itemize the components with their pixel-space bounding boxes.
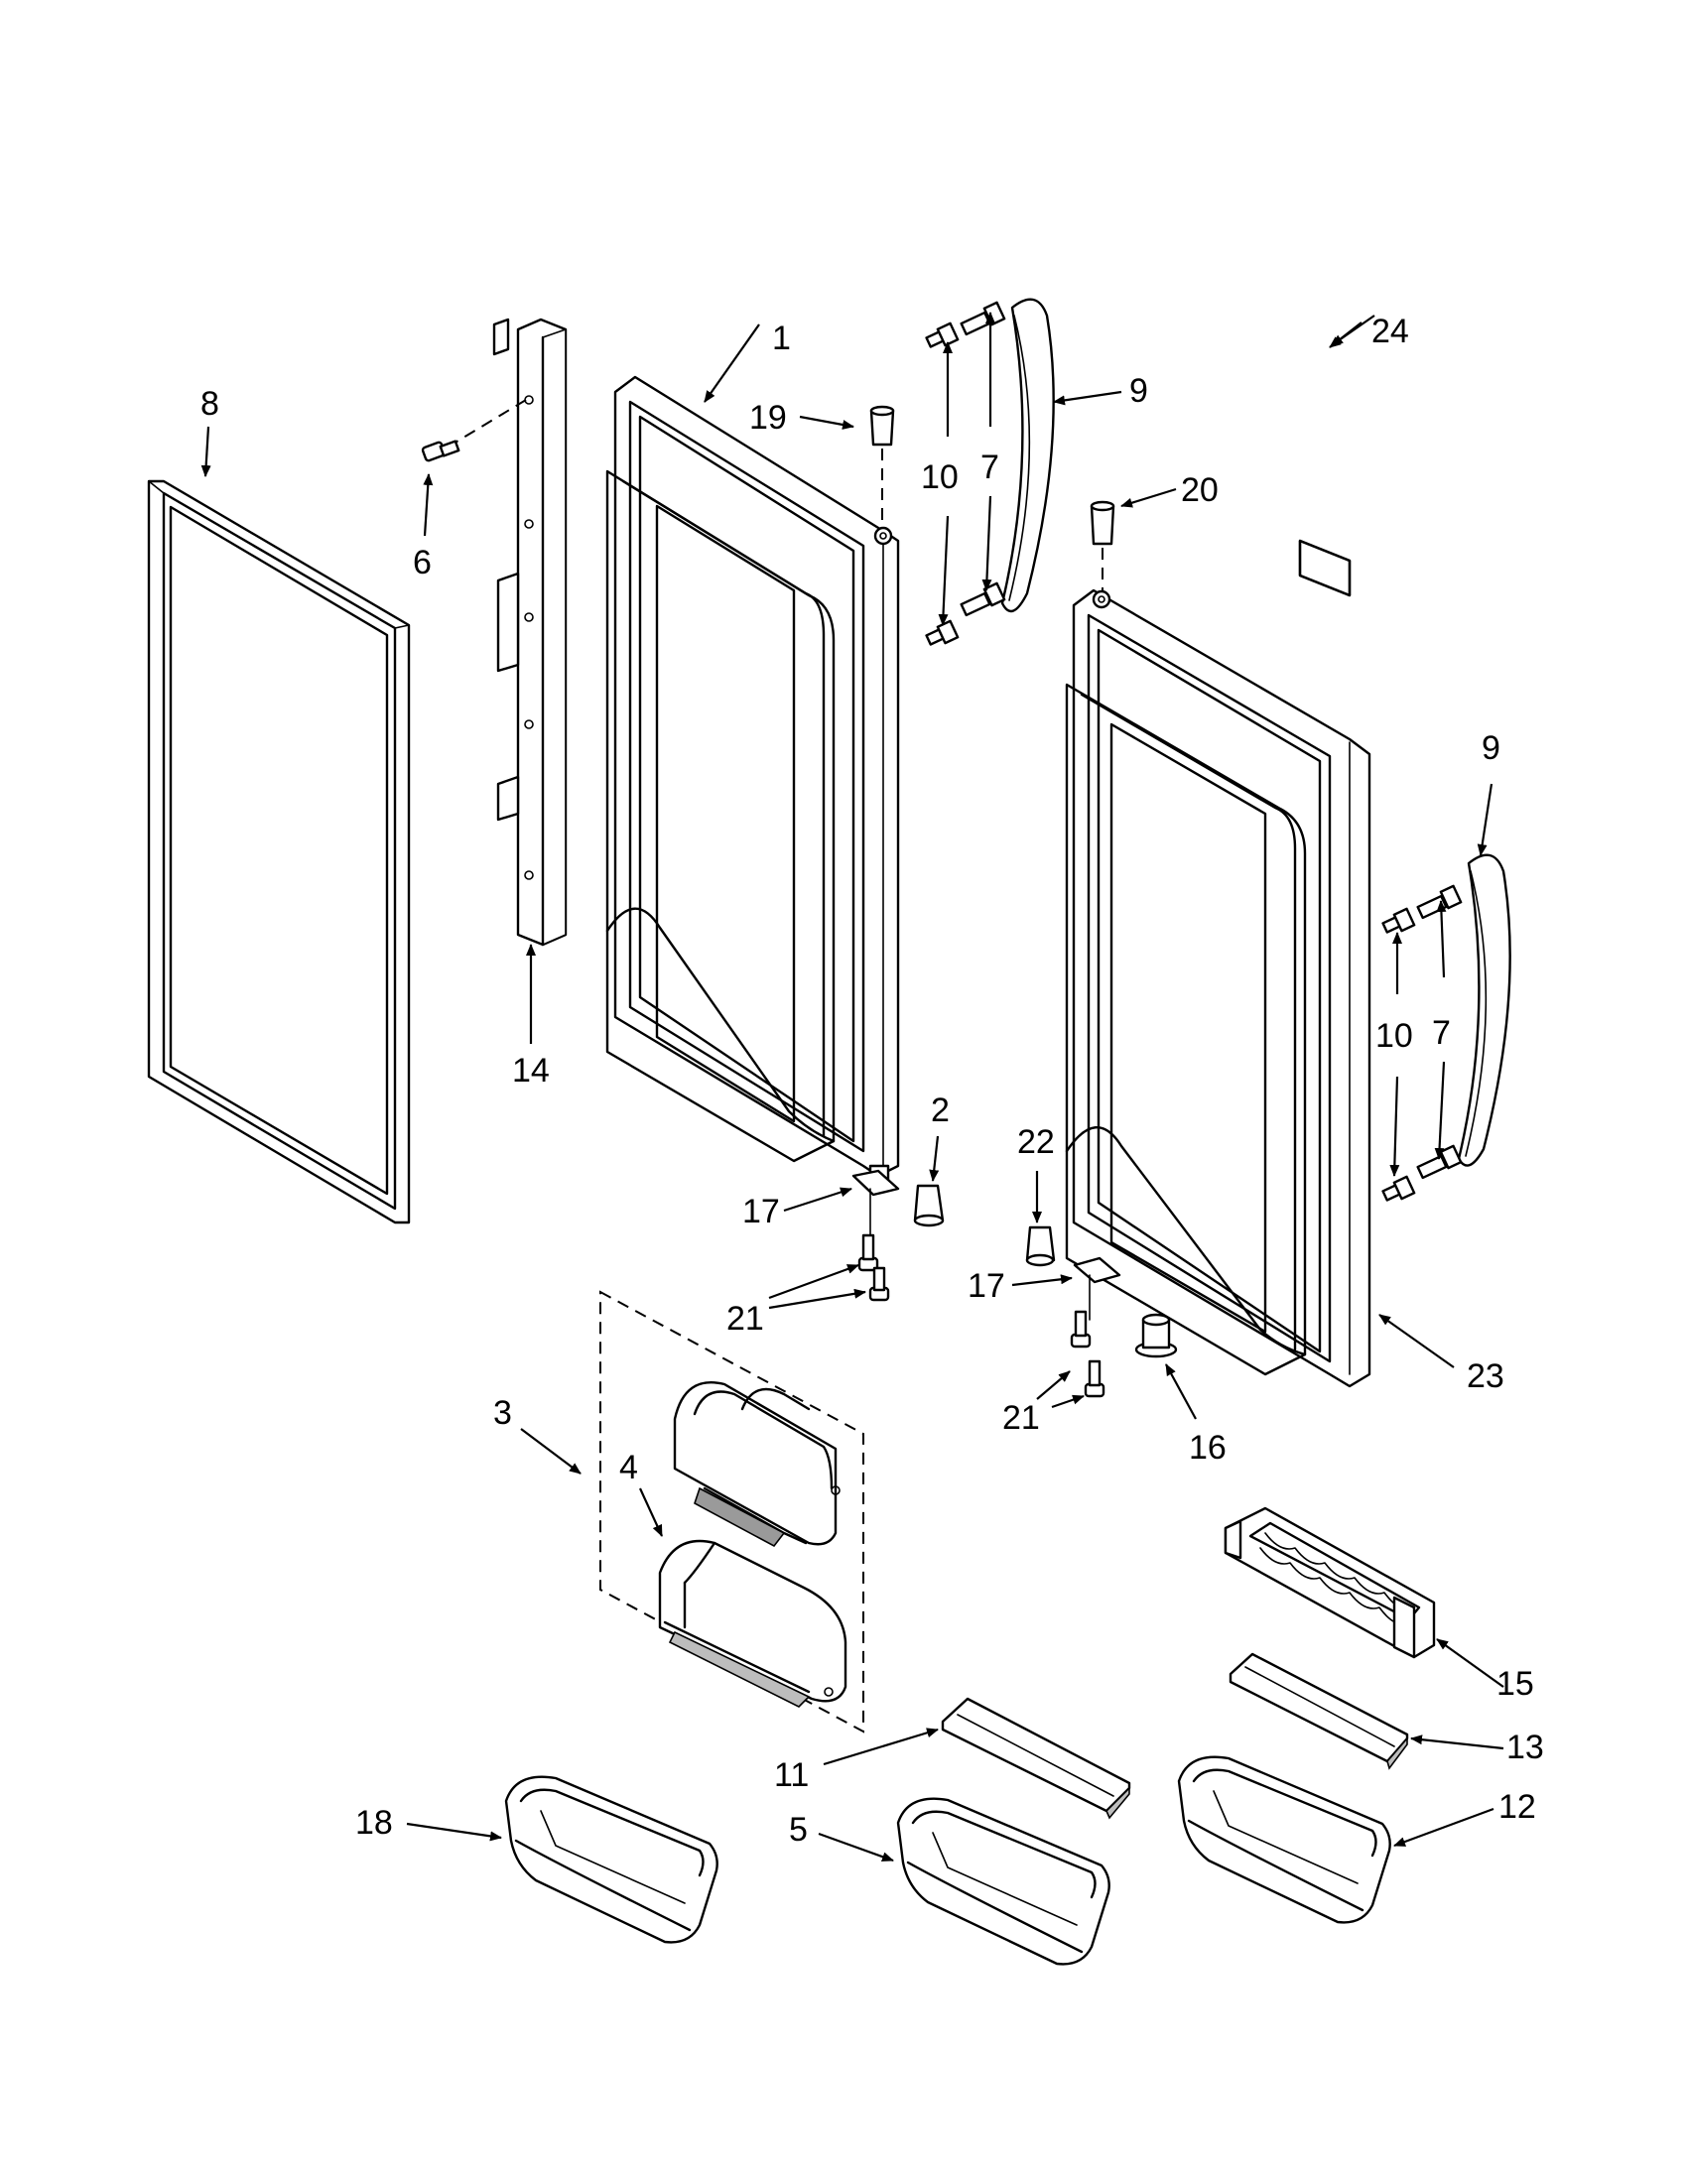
callout-2: 2 <box>931 1092 950 1129</box>
door-handle-part-right <box>1457 853 1511 1167</box>
callout-23: 23 <box>1467 1357 1504 1395</box>
callout-21b: 21 <box>1002 1399 1040 1437</box>
hinge-pin-part <box>1134 1313 1178 1358</box>
callout-10a: 10 <box>921 458 959 496</box>
callout-5: 5 <box>789 1811 808 1849</box>
callout-labels: 1 2 3 4 5 6 7 7 8 9 9 10 10 11 12 13 14 … <box>200 313 1544 1849</box>
screw-part <box>421 440 460 462</box>
left-door-part <box>605 375 900 1191</box>
hinge-cap-part <box>913 1184 945 1227</box>
right-door-part <box>1065 588 1371 1388</box>
hinge-screw-part-right <box>1070 1310 1105 1398</box>
callout-17b: 17 <box>968 1267 1005 1305</box>
callout-4: 4 <box>619 1449 638 1486</box>
hinge-cap-part-right <box>1025 1225 1056 1267</box>
callout-24: 24 <box>1371 313 1409 350</box>
door-trim-strip-part <box>448 318 568 947</box>
door-bin-part-right <box>1177 1755 1391 1924</box>
door-bin-part <box>504 1775 718 1944</box>
door-bin-part-center <box>896 1797 1110 1966</box>
callout-13: 13 <box>1506 1729 1544 1766</box>
hinge-screw-part <box>857 1233 890 1302</box>
callout-19: 19 <box>749 399 787 437</box>
callout-7a: 7 <box>980 449 999 486</box>
callout-14: 14 <box>512 1052 550 1090</box>
egg-tray-part <box>1224 1506 1436 1659</box>
callout-12: 12 <box>1498 1788 1536 1826</box>
callout-9b: 9 <box>1482 729 1500 767</box>
callout-21a: 21 <box>726 1300 764 1338</box>
callout-16: 16 <box>1189 1429 1227 1467</box>
callout-17a: 17 <box>742 1193 780 1230</box>
bushing-part <box>869 405 895 526</box>
callout-6: 6 <box>413 544 432 581</box>
callout-8: 8 <box>200 385 219 423</box>
shelf-cover-part <box>1229 1652 1409 1770</box>
handle-spacer-part <box>925 321 960 646</box>
hinge-plate-part-right <box>1073 1256 1121 1321</box>
dairy-bin-part <box>658 1539 847 1708</box>
callout-9a: 9 <box>1129 372 1148 410</box>
callout-3: 3 <box>493 1394 512 1432</box>
callout-18: 18 <box>355 1804 393 1842</box>
handle-spacer-part-right <box>1381 907 1416 1202</box>
callout-15: 15 <box>1496 1665 1534 1703</box>
callout-22: 22 <box>1017 1123 1055 1161</box>
hinge-plate-part <box>851 1169 900 1251</box>
callout-20: 20 <box>1181 471 1219 509</box>
door-gasket-part <box>147 479 411 1224</box>
callout-10b: 10 <box>1375 1017 1413 1055</box>
leader-lines <box>200 312 1504 1863</box>
callout-11: 11 <box>774 1756 809 1794</box>
shelf-cover-part-left <box>941 1697 1131 1820</box>
door-handle-part <box>1000 298 1055 613</box>
callout-7b: 7 <box>1432 1014 1451 1052</box>
callout-1: 1 <box>772 320 791 357</box>
bushing-part-right <box>1090 500 1115 593</box>
label-part <box>1298 539 1352 597</box>
dairy-door-part <box>673 1381 841 1548</box>
